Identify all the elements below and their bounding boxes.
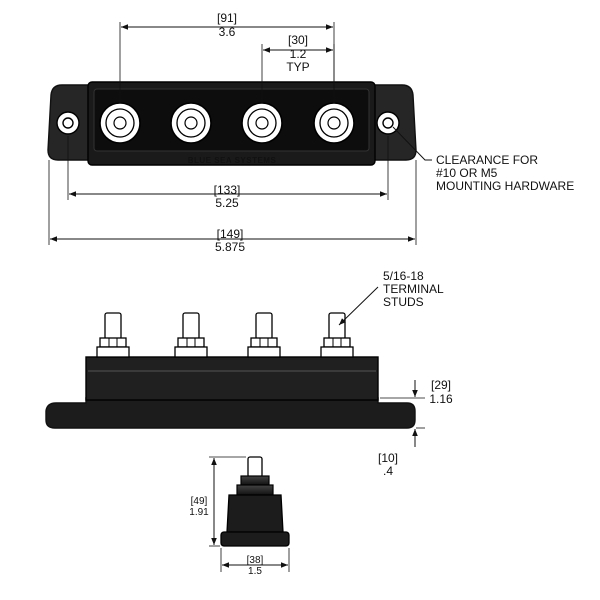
side-base xyxy=(45,397,416,429)
dim-end-height: [49] 1.91 xyxy=(189,456,246,547)
end-nut-top xyxy=(240,475,270,486)
dim-block-height-mm: [29] xyxy=(431,378,451,392)
dim-end-height-mm: [49] xyxy=(191,496,208,507)
dim-stud-pitch-note: TYP xyxy=(286,60,309,74)
dim-overall-length-in: 5.875 xyxy=(215,240,245,254)
dim-stud-pitch-mm: [30] xyxy=(288,33,308,47)
cover-face xyxy=(93,88,370,152)
studs-line-1: 5/16-18 xyxy=(383,269,424,283)
dim-end-width-in: 1.5 xyxy=(248,566,262,577)
clearance-line-2: #10 OR M5 xyxy=(436,166,498,180)
studs-line-2: TERMINAL xyxy=(383,282,444,296)
stud-top-4 xyxy=(313,102,355,144)
mounting-hole-left xyxy=(56,111,80,135)
dim-stud-height-mm: [10] xyxy=(378,451,398,465)
dim-overall-length: [149] 5.875 xyxy=(48,160,417,254)
clearance-line-3: MOUNTING HARDWARE xyxy=(436,179,574,193)
dim-stud-height: [10] .4 xyxy=(378,427,425,478)
dim-stud-span-mm: [91] xyxy=(217,11,237,25)
end-foot xyxy=(220,531,290,547)
dim-hole-spacing: [133] 5.25 xyxy=(67,136,389,210)
stud-top-1 xyxy=(99,102,141,144)
stud-top-3 xyxy=(241,102,283,144)
end-stud xyxy=(247,456,263,478)
clearance-callout: CLEARANCE FOR #10 OR M5 MOUNTING HARDWAR… xyxy=(392,126,574,193)
dim-block-height-in: 1.16 xyxy=(429,392,453,406)
end-view: [49] 1.91 [38] 1.5 xyxy=(189,456,290,577)
stud-side-4 xyxy=(320,312,354,358)
clearance-line-1: CLEARANCE FOR xyxy=(436,153,538,167)
studs-line-3: STUDS xyxy=(383,295,424,309)
side-block xyxy=(85,356,379,401)
stud-top-2 xyxy=(170,102,212,144)
dim-end-height-in: 1.91 xyxy=(189,507,209,518)
dim-stud-pitch: [30] 1.2 TYP xyxy=(261,33,335,103)
stud-side-3 xyxy=(247,312,281,358)
dim-block-height: [29] 1.16 xyxy=(380,378,453,447)
dim-hole-spacing-in: 5.25 xyxy=(215,196,239,210)
dim-end-width-mm: [38] xyxy=(247,555,264,566)
stud-side-1 xyxy=(96,312,130,358)
end-nut-bottom xyxy=(236,484,274,496)
side-view: 5/16-18 TERMINAL STUDS [29] 1.16 [10] .4 xyxy=(45,269,453,478)
stud-side-2 xyxy=(174,312,208,358)
dim-hole-spacing-mm: [133] xyxy=(214,183,241,197)
studs-callout: 5/16-18 TERMINAL STUDS xyxy=(338,269,444,326)
brand-label: BLUE SEA SYSTEMS xyxy=(188,156,277,165)
dim-stud-height-in: .4 xyxy=(383,464,393,478)
mounting-hole-right xyxy=(376,111,400,135)
dim-overall-length-mm: [149] xyxy=(217,227,244,241)
dim-stud-span-in: 3.6 xyxy=(219,25,236,39)
top-view: BLUE SEA SYSTEMS xyxy=(47,11,574,254)
end-body xyxy=(226,494,284,533)
dim-stud-pitch-in: 1.2 xyxy=(290,47,307,61)
dim-stud-span: [91] 3.6 xyxy=(119,11,335,103)
dim-end-width: [38] 1.5 xyxy=(220,548,290,577)
